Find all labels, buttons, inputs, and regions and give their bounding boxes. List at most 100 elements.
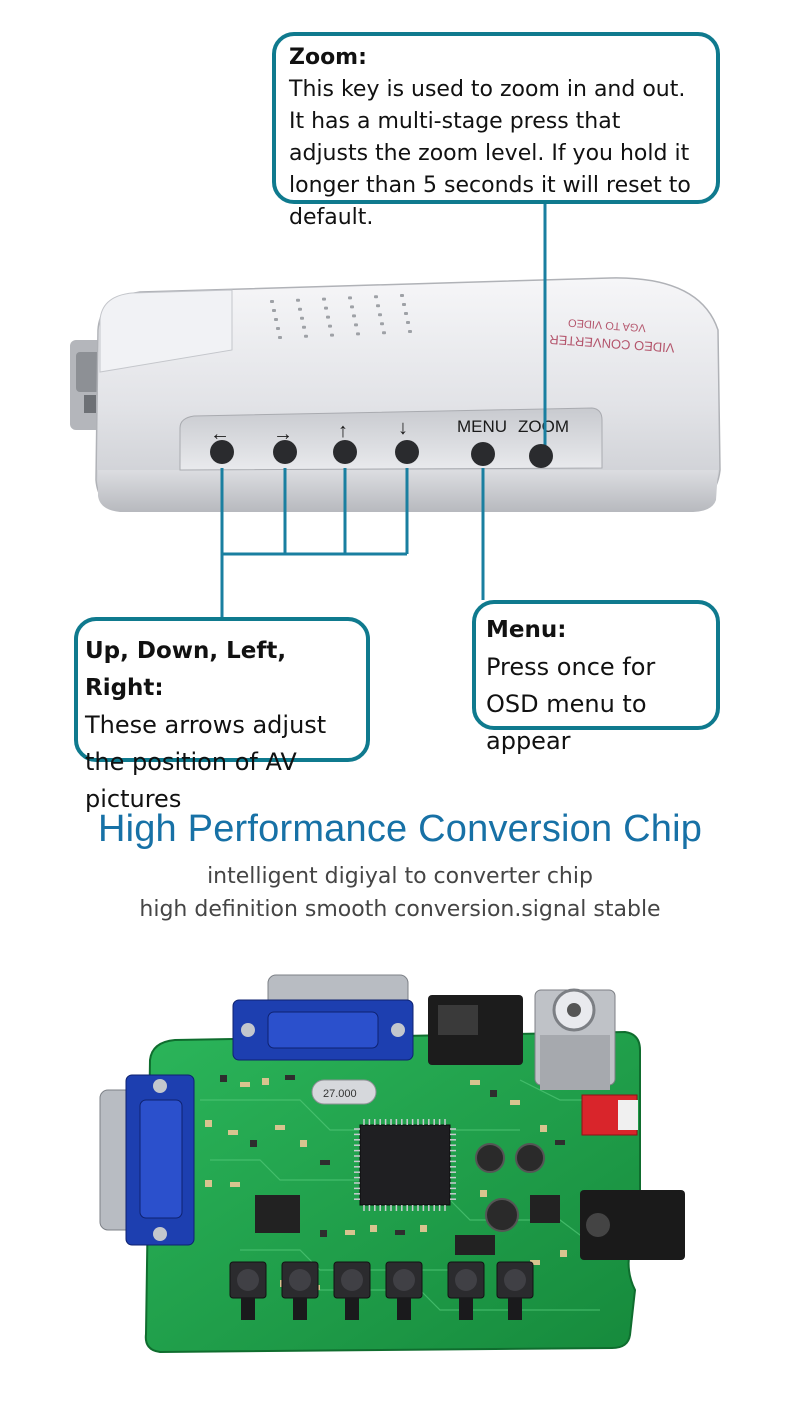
smd-part: [205, 1120, 212, 1127]
tactile-button-cap: [504, 1269, 526, 1291]
smd-part: [320, 1160, 330, 1165]
tactile-button-stem: [241, 1298, 255, 1320]
menu-button[interactable]: [471, 442, 495, 466]
tactile-button-stem: [345, 1298, 359, 1320]
right-button[interactable]: [273, 440, 297, 464]
vent-hole: [322, 297, 326, 301]
left-button[interactable]: [210, 440, 234, 464]
smd-part: [220, 1075, 227, 1082]
smd-part: [555, 1140, 565, 1145]
tactile-button-body: [385, 1261, 423, 1299]
vent-hole: [380, 322, 384, 326]
menu-callout: Menu: Press once for OSD menu to appear: [472, 600, 720, 755]
down-arrow-label: ↓: [398, 417, 408, 439]
vent-hole: [296, 298, 300, 302]
smd-part: [205, 1180, 212, 1187]
zoom-button[interactable]: [529, 444, 553, 468]
pcb-tactile-buttons: [229, 1261, 534, 1320]
vent-hole: [278, 336, 282, 339]
up-arrow-label: ↑: [338, 420, 348, 442]
smd-part: [262, 1078, 269, 1085]
smd-part: [470, 1270, 480, 1275]
vent-hole: [408, 330, 412, 333]
smd-part: [530, 1260, 540, 1265]
smd-part: [500, 1275, 507, 1282]
up-button[interactable]: [333, 440, 357, 464]
smd-part: [275, 1125, 285, 1130]
smd-part: [280, 1280, 287, 1287]
vent-hole: [348, 296, 352, 300]
vent-hole: [304, 334, 308, 338]
vent-hole: [328, 324, 332, 328]
smd-part: [490, 1090, 497, 1097]
vent-hole: [270, 300, 274, 303]
vent-hole: [350, 305, 354, 309]
vent-hole: [330, 333, 334, 337]
smd-part: [310, 1285, 320, 1290]
red-switch: [581, 1094, 638, 1136]
device-buttons: [210, 440, 553, 468]
top-vga-connector: [232, 974, 414, 1061]
smd-part: [300, 1140, 307, 1147]
right-arrow-label: →: [273, 423, 293, 445]
rca-jack: [534, 988, 616, 1090]
vent-hole: [378, 313, 382, 317]
vent-hole: [324, 306, 328, 310]
crystal-oscillator: 27.000: [311, 1079, 377, 1105]
smd-part: [320, 1230, 327, 1237]
smd-components: [205, 1075, 567, 1290]
tactile-button-cap: [455, 1269, 477, 1291]
smd-part: [420, 1225, 427, 1232]
vent-hole: [326, 315, 330, 319]
vent-hole: [404, 312, 408, 315]
vent-hole: [352, 314, 356, 318]
converter-device-illustration: VIDEO CONVERTER VGA TO VIDEO ← → ↑ ↓ MEN…: [70, 204, 721, 617]
vent-hole: [354, 323, 358, 327]
tactile-button-cap: [289, 1269, 311, 1291]
menu-label: MENU: [457, 417, 507, 436]
tactile-button-cap: [341, 1269, 363, 1291]
smd-part: [345, 1230, 355, 1235]
zoom-callout-body: This key is used to zoom in and out. It …: [289, 77, 691, 230]
section-subtitle-line2: high definition smooth conversion.signal…: [139, 897, 661, 922]
pcb-board: [144, 1030, 641, 1354]
tactile-button-cap: [393, 1269, 415, 1291]
vent-hole: [272, 309, 276, 312]
tactile-button-stem: [508, 1298, 522, 1320]
tactile-button-body: [333, 1261, 371, 1299]
arrows-callout-title: Up, Down, Left, Right:: [85, 638, 287, 701]
vent-hole: [298, 307, 302, 311]
vent-hole: [276, 327, 280, 330]
tactile-button-stem: [459, 1298, 473, 1320]
tactile-button-body: [447, 1261, 485, 1299]
section-title: High Performance Conversion Chip: [97, 808, 703, 850]
tactile-button-cap: [237, 1269, 259, 1291]
smd-part: [250, 1140, 257, 1147]
down-button[interactable]: [395, 440, 419, 464]
smd-part: [370, 1225, 377, 1232]
arrows-callout-body: These arrows adjust the position of AV p…: [85, 711, 327, 813]
smd-part: [540, 1125, 547, 1132]
smd-part: [230, 1182, 240, 1187]
left-arrow-label: ←: [210, 423, 230, 445]
smd-part: [560, 1250, 567, 1257]
svideo-jack: [428, 995, 523, 1065]
crystal-label: 27.000: [323, 1088, 357, 1100]
vent-hole: [402, 303, 406, 306]
small-ics: [255, 1195, 560, 1255]
smd-part: [240, 1082, 250, 1087]
tactile-button-body: [496, 1261, 534, 1299]
zoom-callout-title: Zoom:: [289, 45, 367, 70]
pcb-traces: [200, 1079, 601, 1311]
vent-hole: [302, 325, 306, 329]
smd-part: [510, 1100, 520, 1105]
dc-power-jack: [580, 1190, 685, 1260]
converter-housing: [95, 277, 721, 512]
smd-part: [470, 1080, 480, 1085]
vent-hole: [406, 321, 410, 324]
vent-hole: [376, 304, 380, 308]
left-vga-connector: [99, 1074, 195, 1246]
vent-hole: [374, 295, 378, 299]
vent-hole: [300, 316, 304, 320]
smd-part: [395, 1230, 405, 1235]
